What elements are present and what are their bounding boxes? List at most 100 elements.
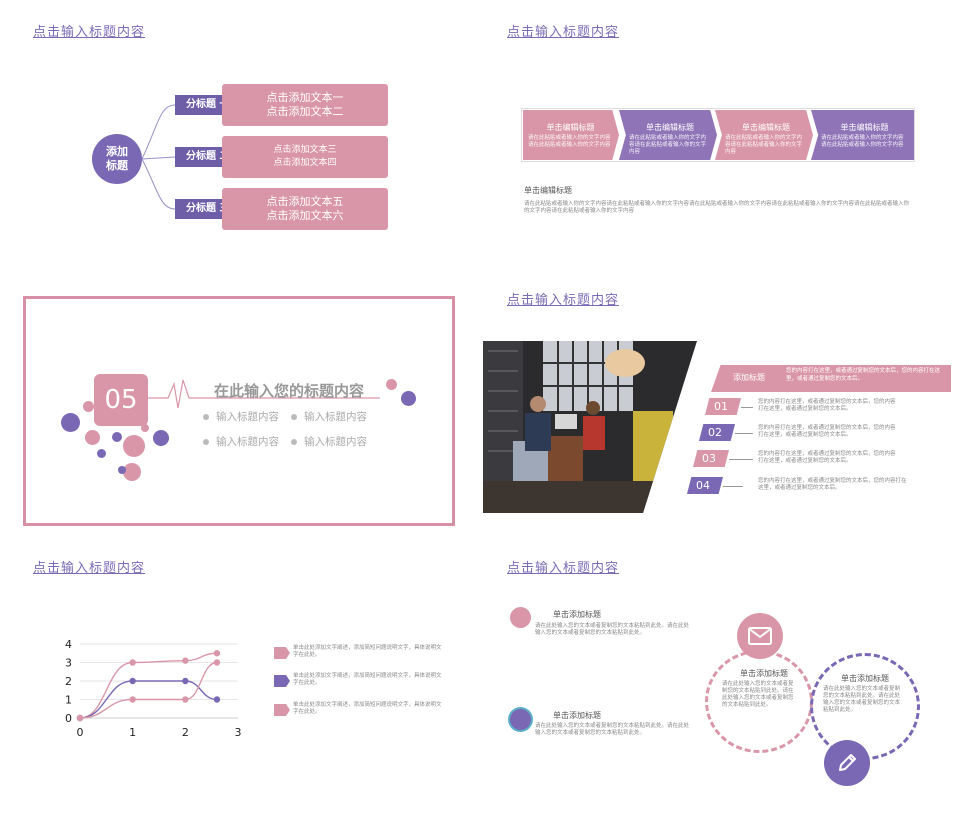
bullet-item[interactable]: 输入标题内容 [291,434,367,449]
slide4-header-text: 您的内容打在这里，或者通过复制您的文本后，您的内容打在这里，或者通过复制您的文本… [786,368,941,382]
slide4-header-label[interactable]: 添加标题 [733,373,765,382]
left-item-2-heading[interactable]: 单击添加标题 [553,711,601,720]
legend-marker-1 [274,647,290,659]
decor-bubble [386,379,397,390]
data-point [129,659,136,666]
x-tick-label: 2 [182,726,189,739]
left-item-2-text: 请在此处输入您的文本或者复制您的文本粘贴到此处。请在此处输入您的文本或者复制您的… [535,723,690,736]
decor-bubble [123,463,141,481]
slide4-title[interactable]: 点击输入标题内容 [507,293,620,308]
steps-frame [521,108,915,162]
slide3-frame [23,296,455,526]
y-tick-label: 4 [65,638,72,651]
step-1-desc: 请在此粘贴或者输入你的文字内容请在此粘贴或者输入你的文字内容 [528,135,611,148]
slide1-connectors [141,104,176,210]
office-photo [483,341,697,513]
bullet-item[interactable]: 输入标题内容 [203,409,279,424]
circle-left-heading[interactable]: 单击添加标题 [740,669,788,678]
decor-bubble [112,432,122,442]
pulse-line [148,379,380,409]
step-3-heading: 单击编辑标题 [742,123,790,132]
slide2-title[interactable]: 点击输入标题内容 [507,25,620,40]
slide1-title[interactable]: 点击输入标题内容 [33,25,146,40]
series-line-3 [79,661,218,719]
decor-bubble [83,401,94,412]
x-tick-label: 1 [129,726,136,739]
series-line-2 [79,680,217,719]
y-tick-label: 2 [65,675,72,688]
bullet-item[interactable]: 输入标题内容 [291,409,367,424]
slide2-body-heading: 单击编辑标题 [524,186,572,195]
slide5-title[interactable]: 点击输入标题内容 [33,561,146,576]
data-point [213,696,221,703]
item-dot-2 [510,709,531,730]
decor-bubble [97,449,106,458]
legend-text-1: 单击此处添加文字阐述，添加简短问题说明文字，具体说明文字在此处。 [293,645,442,658]
decor-bubble [118,466,126,474]
legend-text-3: 单击此处添加文字阐述，添加简短问题说明文字，具体说明文字在此处。 [293,702,442,715]
data-point [182,696,189,703]
y-tick-label: 1 [65,694,72,707]
hub-circle[interactable]: 添加 标题 [92,134,142,184]
item-dot-1 [510,607,531,628]
branch-box-1-line-1: 点击添加文本一 [266,91,344,104]
branch-box-1[interactable]: 点击添加文本一 点击添加文本二 [222,84,388,126]
item-text-01: 您的内容打在这里，或者通过复制您的文本后，您的内容打在这里，或者通过复制您的文本… [758,399,896,412]
y-tick-label: 3 [65,657,72,670]
step-2[interactable]: 单击编辑标题 请在此粘贴或者输入你的文字内容请在此粘贴或者输入你的文字内容 [619,110,717,160]
decor-bubble [85,430,100,445]
data-point [76,714,84,722]
mail-icon-glyph [748,627,772,645]
branch-box-2-line-1: 点击添加文本三 [273,145,337,155]
step-2-heading: 单击编辑标题 [646,123,694,132]
branch-box-2[interactable]: 点击添加文本三 点击添加文本四 [222,136,388,178]
step-1[interactable]: 单击编辑标题 请在此粘贴或者输入你的文字内容请在此粘贴或者输入你的文字内容 [523,110,619,160]
step-3-desc: 请在此粘贴或者输入你的文字内容请在此粘贴或者输入你的文字内容 [725,135,803,155]
data-point [182,657,189,664]
left-item-1-text: 请在此处输入您的文本或者复制您的文本粘贴到此处。请在此处输入您的文本或者复制您的… [535,623,690,636]
circle-right-heading[interactable]: 单击添加标题 [841,674,889,683]
data-point [213,650,221,657]
number-badge-text: 05 [104,385,138,415]
num-tag-04[interactable]: 04 [687,477,723,494]
num-tag-03[interactable]: 03 [693,450,729,467]
hub-label: 添加 标题 [106,145,128,172]
mail-icon[interactable] [737,613,783,659]
branch-box-1-line-2: 点击添加文本二 [266,105,344,118]
decor-bubble [401,391,416,406]
x-tick-label: 3 [235,726,242,739]
branch-box-2-line-2: 点击添加文本四 [273,158,337,168]
decor-bubble [153,430,169,446]
branch-box-3-line-1: 点击添加文本五 [266,195,344,208]
step-1-heading: 单击编辑标题 [546,123,595,132]
decor-bubble [61,413,80,432]
legend-marker-3 [274,704,290,716]
item-text-03: 您的内容打在这里，或者通过复制您的文本后，您的内容打在这里，或者通过复制您的文本… [758,451,896,464]
decor-bubble [123,435,145,457]
y-tick-label: 0 [65,712,72,725]
step-4[interactable]: 单击编辑标题 请在此粘贴或者输入你的文字内容请在此粘贴或者输入你的文字内容 [811,110,914,160]
num-tag-01[interactable]: 01 [705,398,741,415]
branch-box-3[interactable]: 点击添加文本五 点击添加文本六 [222,188,388,230]
data-point [129,677,136,685]
num-connector [735,433,753,434]
series-line-1 [79,652,217,719]
item-text-02: 您的内容打在这里，或者通过复制您的文本后，您的内容打在这里，或者通过复制您的文本… [758,425,896,438]
num-connector [741,407,753,408]
bullet-item[interactable]: 输入标题内容 [203,434,279,449]
slide4-header-bar [711,365,951,392]
slide6-title[interactable]: 点击输入标题内容 [507,561,620,576]
left-item-1-heading[interactable]: 单击添加标题 [553,610,601,619]
legend-marker-2 [274,675,290,687]
number-badge: 05 [94,374,148,426]
circle-right-text: 请在此处输入您的文本或者复制您的文本粘贴到此处。请在此处输入您的文本或者复制您的… [823,686,901,713]
step-4-heading: 单击编辑标题 [840,123,889,132]
num-tag-02[interactable]: 02 [699,424,735,441]
step-3[interactable]: 单击编辑标题 请在此粘贴或者输入你的文字内容请在此粘贴或者输入你的文字内容 [715,110,813,160]
branch-box-3-line-2: 点击添加文本六 [266,209,344,222]
slide3-heading[interactable]: 在此输入您的标题内容 [214,382,365,400]
data-point [213,659,221,666]
data-point [182,677,189,685]
pencil-icon[interactable] [824,740,870,786]
x-tick-label: 0 [77,726,84,739]
